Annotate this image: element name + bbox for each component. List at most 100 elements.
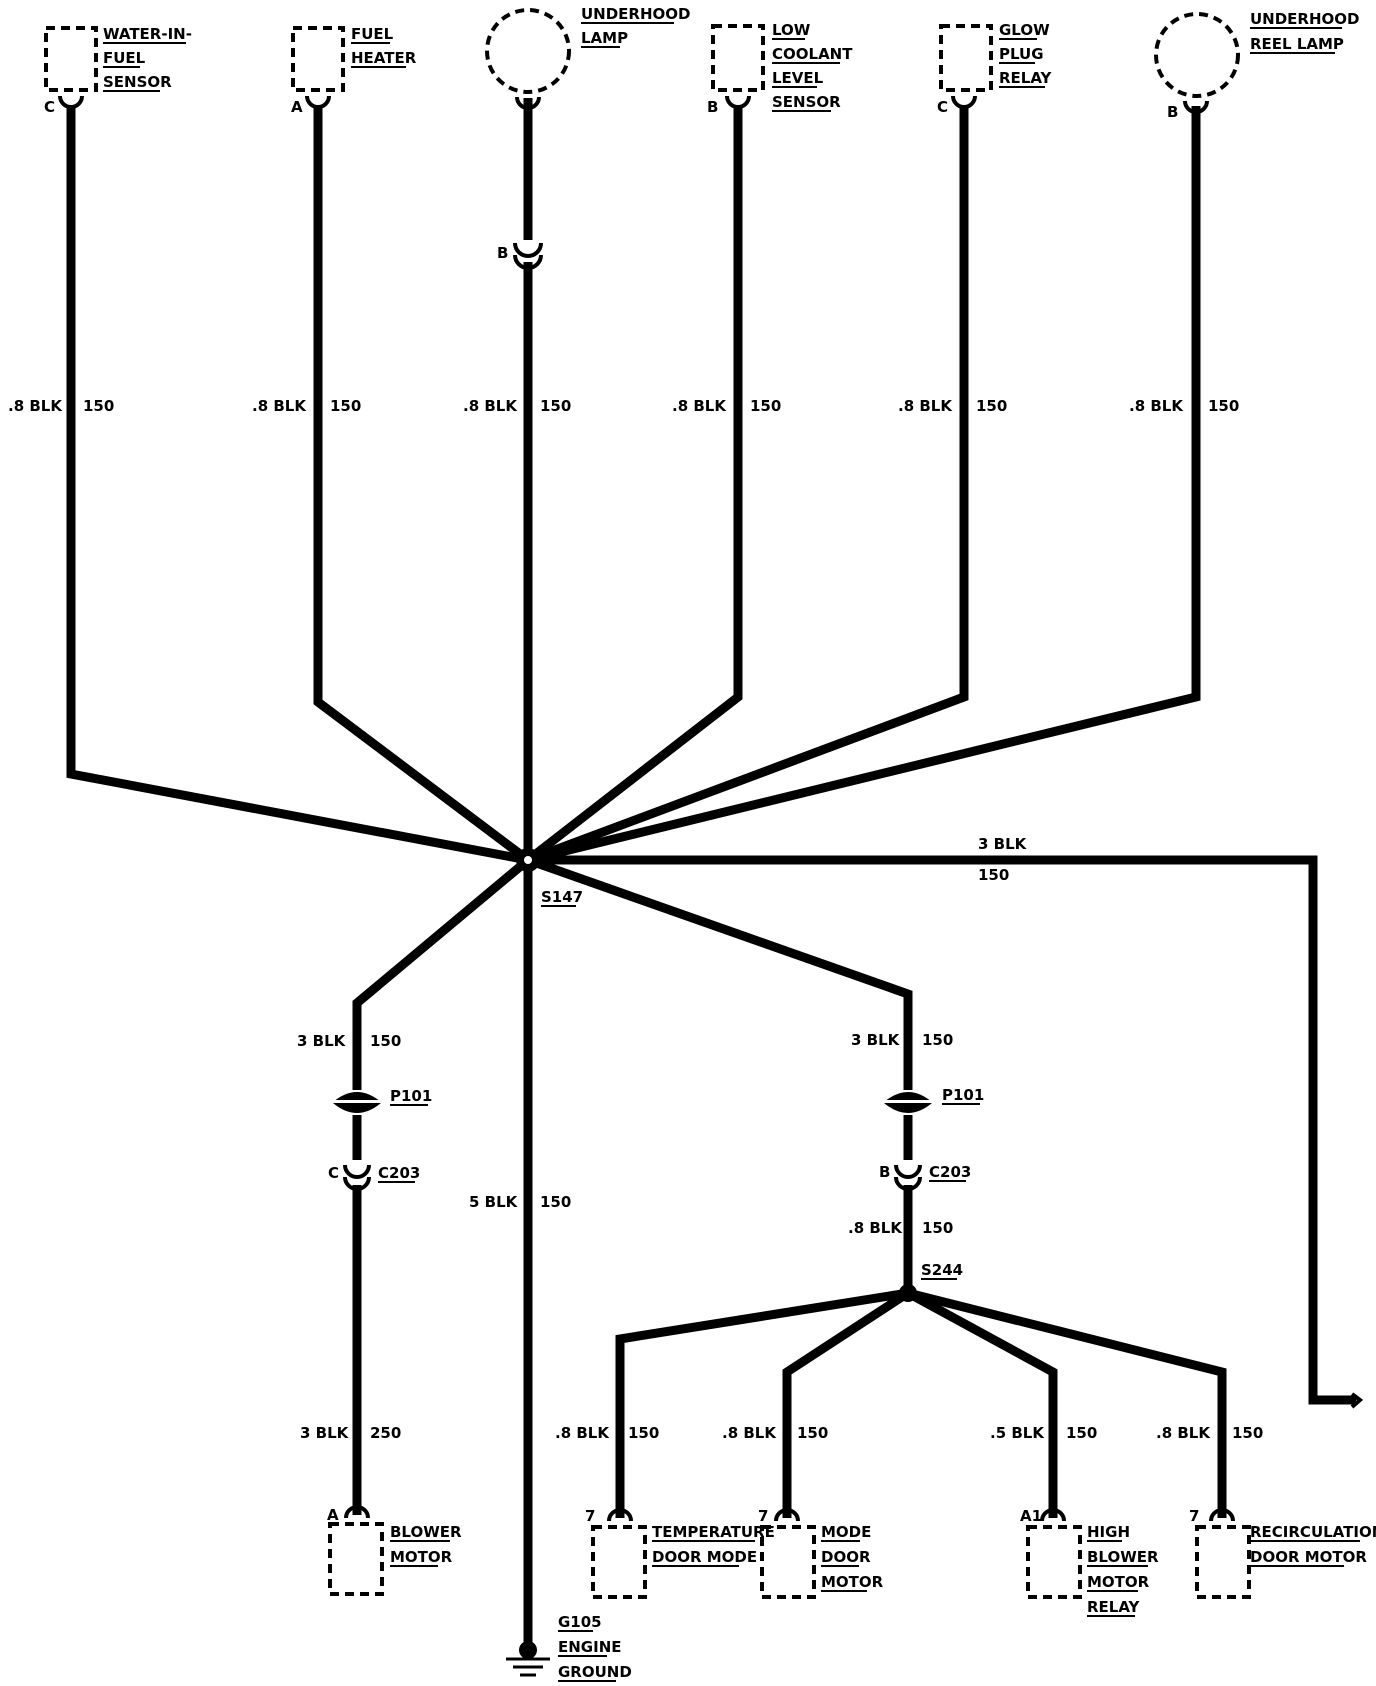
pin-label: B <box>1167 103 1178 121</box>
component-label-line: GLOW <box>999 21 1050 39</box>
component-label-line: FUEL <box>103 49 146 67</box>
circuit-label: 150 <box>83 397 114 415</box>
connector-p101-right <box>884 1092 932 1113</box>
circuit-label: 150 <box>1208 397 1239 415</box>
component-label-line: RELAY <box>1087 1598 1141 1616</box>
component-label-line: MOTOR <box>390 1548 453 1566</box>
wire-s244-high-blower <box>905 1289 1058 1518</box>
inline-connector-underhood-lamp: B <box>497 242 543 270</box>
ground-label-line: G105 <box>558 1613 602 1631</box>
circuit-label: 150 <box>540 1193 571 1211</box>
component-high-blower-motor-relay: A1 HIGH BLOWER MOTOR RELAY <box>1020 1507 1159 1617</box>
wire-gauge-label: .8 BLK <box>848 1219 903 1237</box>
circuit-label: 150 <box>540 397 571 415</box>
wire-water-in-fuel-sensor <box>66 106 529 865</box>
component-temperature-door-mode: 7 TEMPERATURE DOOR MODE <box>585 1507 775 1599</box>
wire-fuel-heater <box>313 106 531 864</box>
wire-gauge-label: .8 BLK <box>8 397 63 415</box>
component-label-line: MOTOR <box>1087 1573 1150 1591</box>
connector-label: P101 <box>390 1087 432 1105</box>
wire-gauge-label: .8 BLK <box>463 397 518 415</box>
component-blower-motor: A BLOWER MOTOR <box>327 1505 462 1596</box>
component-low-coolant-level-sensor: B LOW COOLANT LEVEL SENSOR <box>707 21 853 116</box>
pin-label: 7 <box>1189 1507 1199 1525</box>
component-glow-plug-relay: C GLOW PLUG RELAY <box>937 21 1053 116</box>
right-branch-labels: 3 BLK 150 <box>978 835 1028 884</box>
pin-label: A <box>291 98 303 116</box>
component-water-in-fuel-sensor: C WATER-IN- FUEL SENSOR <box>44 25 192 116</box>
component-label-line: RECIRCULATION <box>1250 1523 1376 1541</box>
splice-label: S244 <box>921 1261 963 1279</box>
wire-low-coolant-sensor <box>525 106 743 864</box>
component-label-line: DOOR MOTOR <box>1250 1548 1367 1566</box>
connector-label: C203 <box>929 1163 971 1181</box>
wire-gauge-label: .8 BLK <box>252 397 307 415</box>
pin-label: 7 <box>758 1507 768 1525</box>
wire-gauge-label: 5 BLK <box>469 1193 519 1211</box>
component-label-line: COOLANT <box>772 45 853 63</box>
component-recirculation-door-motor: 7 RECIRCULATION DOOR MOTOR <box>1189 1507 1376 1599</box>
circuit-label: 150 <box>978 866 1009 884</box>
wire-continuation-hook-icon <box>1350 1392 1364 1409</box>
wires <box>66 98 1356 1660</box>
component-mode-door-motor: 7 MODE DOOR MOTOR <box>758 1507 884 1599</box>
s244-wire-labels: .8 BLK 150 .8 BLK 150 .5 BLK 150 .8 BLK … <box>555 1424 1263 1442</box>
circuit-label: 150 <box>628 1424 659 1442</box>
circuit-label: 150 <box>922 1031 953 1049</box>
circuit-label: 150 <box>922 1219 953 1237</box>
circuit-label: 150 <box>1066 1424 1097 1442</box>
wire-gauge-label: .8 BLK <box>898 397 953 415</box>
wire-right-branch <box>528 855 1356 1405</box>
component-label-line: SENSOR <box>103 73 172 91</box>
wire-gauge-label: .8 BLK <box>722 1424 777 1442</box>
component-label-line: RELAY <box>999 69 1053 87</box>
top-wire-labels: .8 BLK 150 .8 BLK 150 .8 BLK 150 .8 BLK … <box>8 397 1239 415</box>
center-right-branch: 3 BLK 150 P101 B C203 .8 BLK 150 <box>848 1031 984 1237</box>
wire-gauge-label: 3 BLK <box>300 1424 350 1442</box>
component-label-line: FUEL <box>351 25 394 43</box>
ground-symbol-icon <box>506 1641 550 1677</box>
component-label-line: PLUG <box>999 45 1044 63</box>
component-label-line: MODE <box>821 1523 871 1541</box>
splice-s244: S244 <box>899 1261 963 1302</box>
circuit-label: 150 <box>797 1424 828 1442</box>
component-label-line: LOW <box>772 21 811 39</box>
circuit-label: 150 <box>750 397 781 415</box>
connector-p101-left <box>333 1092 381 1113</box>
wire-gauge-label: 3 BLK <box>297 1032 347 1050</box>
component-label-line: HEATER <box>351 49 417 67</box>
component-fuel-heater: A FUEL HEATER <box>291 25 417 116</box>
component-underhood-lamp: S147 UNDERHOOD LAMP <box>485 5 691 110</box>
pin-label: A <box>327 1506 339 1524</box>
wire-glow-plug-relay <box>526 106 969 865</box>
circuit-label: 250 <box>370 1424 401 1442</box>
component-label-line: REEL LAMP <box>1250 35 1344 53</box>
pin-label: B <box>497 244 508 262</box>
connector-label: C203 <box>378 1164 420 1182</box>
wire-gauge-label: .8 BLK <box>1156 1424 1211 1442</box>
component-underhood-reel-lamp: B UNDERHOOD REEL LAMP <box>1154 10 1360 121</box>
component-label-line: UNDERHOOD <box>1250 10 1360 28</box>
splice-s147: S147 <box>516 848 583 907</box>
wire-s244-recirculation <box>906 1288 1227 1518</box>
component-label-line: HIGH <box>1087 1523 1130 1541</box>
wire-gauge-label: .8 BLK <box>555 1424 610 1442</box>
wire-s244-temperature <box>615 1288 909 1518</box>
splice-label: S147 <box>541 888 583 906</box>
component-label-line: MOTOR <box>821 1573 884 1591</box>
wire-s244-mode <box>782 1289 911 1518</box>
circuit-label: 150 <box>330 397 361 415</box>
pin-label: B <box>707 98 718 116</box>
component-label-line: BLOWER <box>1087 1548 1159 1566</box>
component-label-line: SENSOR <box>772 93 841 111</box>
ground-label-line: GROUND <box>558 1663 632 1681</box>
component-label-line: DOOR <box>821 1548 871 1566</box>
wire-gauge-label: 3 BLK <box>851 1031 901 1049</box>
pin-label: C <box>44 98 55 116</box>
circuit-label: 150 <box>976 397 1007 415</box>
component-label-line: LEVEL <box>772 69 824 87</box>
wire-center-right-upper <box>526 855 913 1090</box>
wire-gauge-label: .8 BLK <box>672 397 727 415</box>
ground-label-line: ENGINE <box>558 1638 622 1656</box>
